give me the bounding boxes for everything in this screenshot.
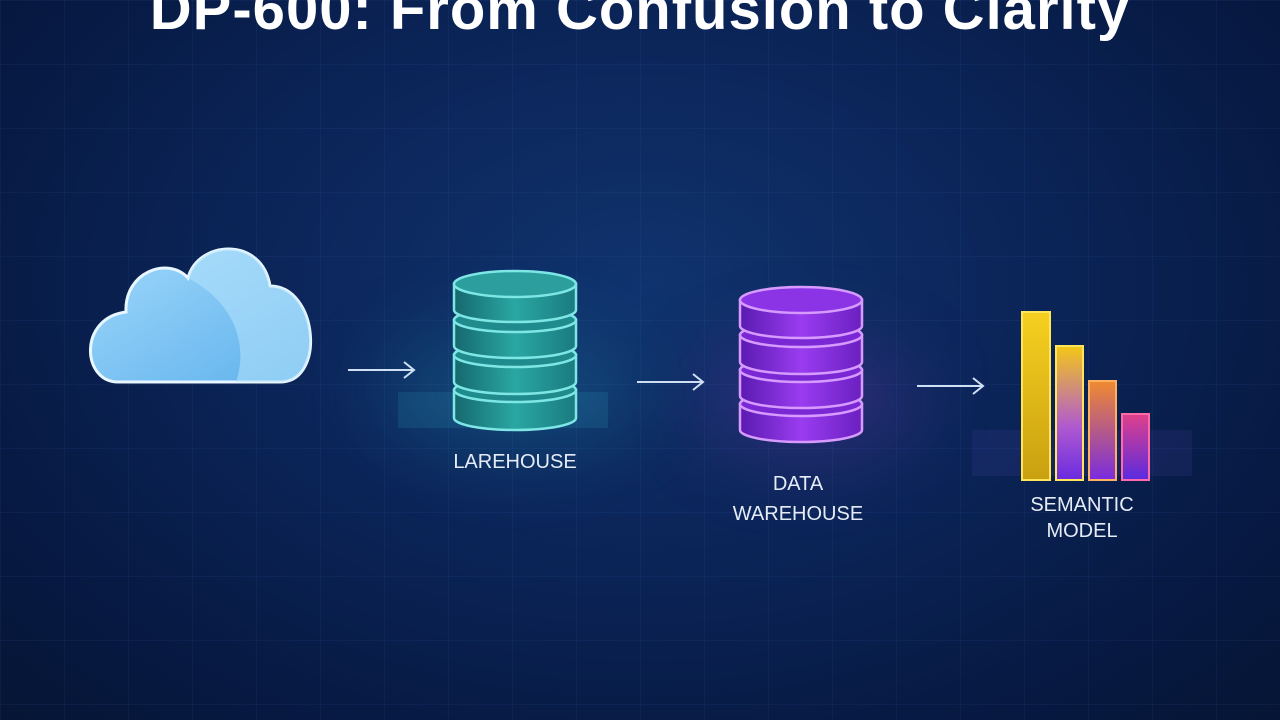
lakehouse-label: LAREHOUSE <box>415 449 615 475</box>
arrow-icon <box>637 373 705 391</box>
label-line: DATA <box>772 473 824 495</box>
chart-bar <box>1088 380 1117 481</box>
arrow-icon <box>917 377 985 395</box>
bar-chart-icon <box>972 311 1192 481</box>
page-title: DP-600: From Confusion to Clarity <box>149 0 1131 42</box>
data-warehouse-label: DATA WAREHOUSE <box>698 471 898 527</box>
arrow-icon <box>348 361 416 379</box>
label-line: SEMANTIC <box>1030 494 1134 516</box>
label-line: MODEL <box>1046 520 1118 542</box>
chart-bar <box>1055 345 1084 481</box>
label-line: LAREHOUSE <box>453 451 577 473</box>
lakehouse-database-icon <box>398 269 608 432</box>
label-line: WAREHOUSE <box>732 503 864 525</box>
cloud-icon <box>89 247 312 384</box>
data-warehouse-database-icon <box>738 285 864 444</box>
chart-bar <box>1121 413 1150 481</box>
chart-bar <box>1021 311 1051 481</box>
semantic-model-label: SEMANTIC MODEL <box>982 492 1182 544</box>
